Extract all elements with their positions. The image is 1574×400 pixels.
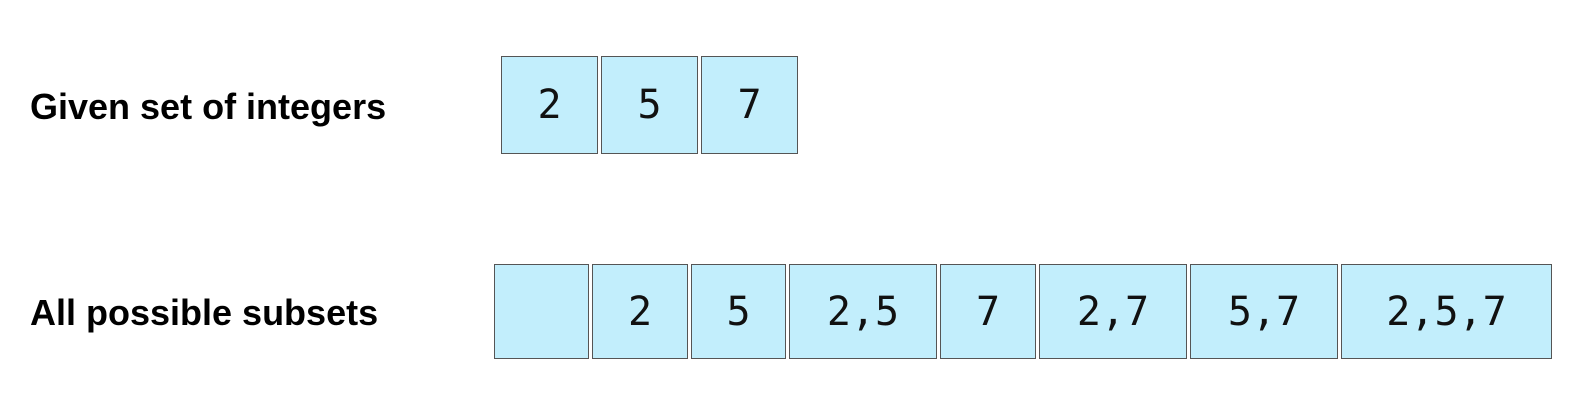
subset-cell: 2,5,7 <box>1341 264 1552 359</box>
subset-cell <box>494 264 589 359</box>
subset-cell: 5 <box>691 264 786 359</box>
subset-cell: 2,7 <box>1039 264 1187 359</box>
subsets-label: All possible subsets <box>30 292 379 333</box>
subset-cell: 7 <box>940 264 1036 359</box>
integer-cell: 2 <box>501 56 598 154</box>
subset-cell: 2 <box>592 264 688 359</box>
given-set-label: Given set of integers <box>30 86 387 127</box>
integer-cell: 5 <box>601 56 698 154</box>
subset-cell: 2,5 <box>789 264 937 359</box>
integer-cell: 7 <box>701 56 798 154</box>
subset-cell: 5,7 <box>1190 264 1338 359</box>
